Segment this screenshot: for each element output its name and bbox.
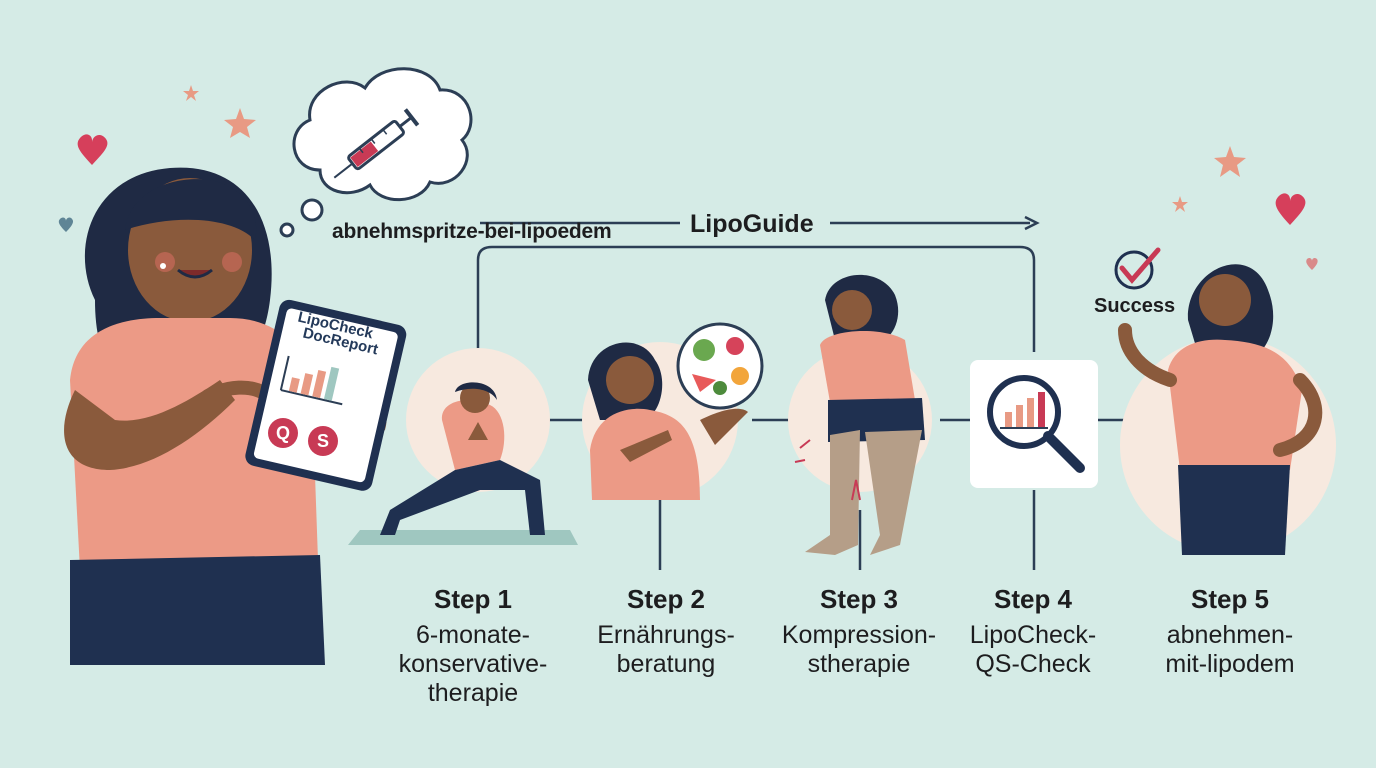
magnifier-chart-icon <box>970 360 1098 488</box>
thought-text: abnehmspritze-bei-lipoedem <box>332 220 612 243</box>
step-2-illustration <box>582 322 764 500</box>
star-icon <box>1214 146 1246 177</box>
step-3-text: Kompression- stherapie <box>781 621 937 678</box>
step-2-title: Step 2 <box>626 584 706 614</box>
brand-title: LipoGuide <box>690 210 814 238</box>
success-label: Success <box>1094 295 1176 317</box>
veggie-plate-icon <box>676 322 764 410</box>
tablet-badge-q: Q <box>268 418 298 448</box>
step-5-text: abnehmen- mit-lipodem <box>1165 621 1295 678</box>
step-3-illustration <box>788 274 932 555</box>
step-5-title: Step 5 <box>1190 584 1270 614</box>
star-icon <box>224 108 256 138</box>
heart-icon <box>58 217 74 232</box>
step-2-text: Ernährungs- beratung <box>597 621 735 678</box>
step-1-title: Step 1 <box>433 584 513 614</box>
syringe-icon <box>333 108 420 179</box>
step-5-illustration <box>1114 247 1336 555</box>
main-woman-illustration <box>64 167 387 665</box>
checkmark-icon <box>1114 247 1161 290</box>
step-4-title: Step 4 <box>993 584 1073 614</box>
step-1-illustration <box>348 348 578 545</box>
step-4-text: LipoCheck- QS-Check <box>969 621 1097 678</box>
star-icon <box>1172 196 1188 212</box>
bar-chart-icon <box>279 355 343 406</box>
heart-icon <box>1275 193 1306 225</box>
tablet-badge-s: S <box>308 426 338 456</box>
heart-icon <box>1306 257 1318 270</box>
thought-bubble <box>279 67 473 238</box>
step-1-text: 6-monate- konservative- therapie <box>398 621 548 707</box>
star-icon <box>183 85 199 101</box>
step-3-title: Step 3 <box>819 584 899 614</box>
heart-icon <box>77 134 108 165</box>
